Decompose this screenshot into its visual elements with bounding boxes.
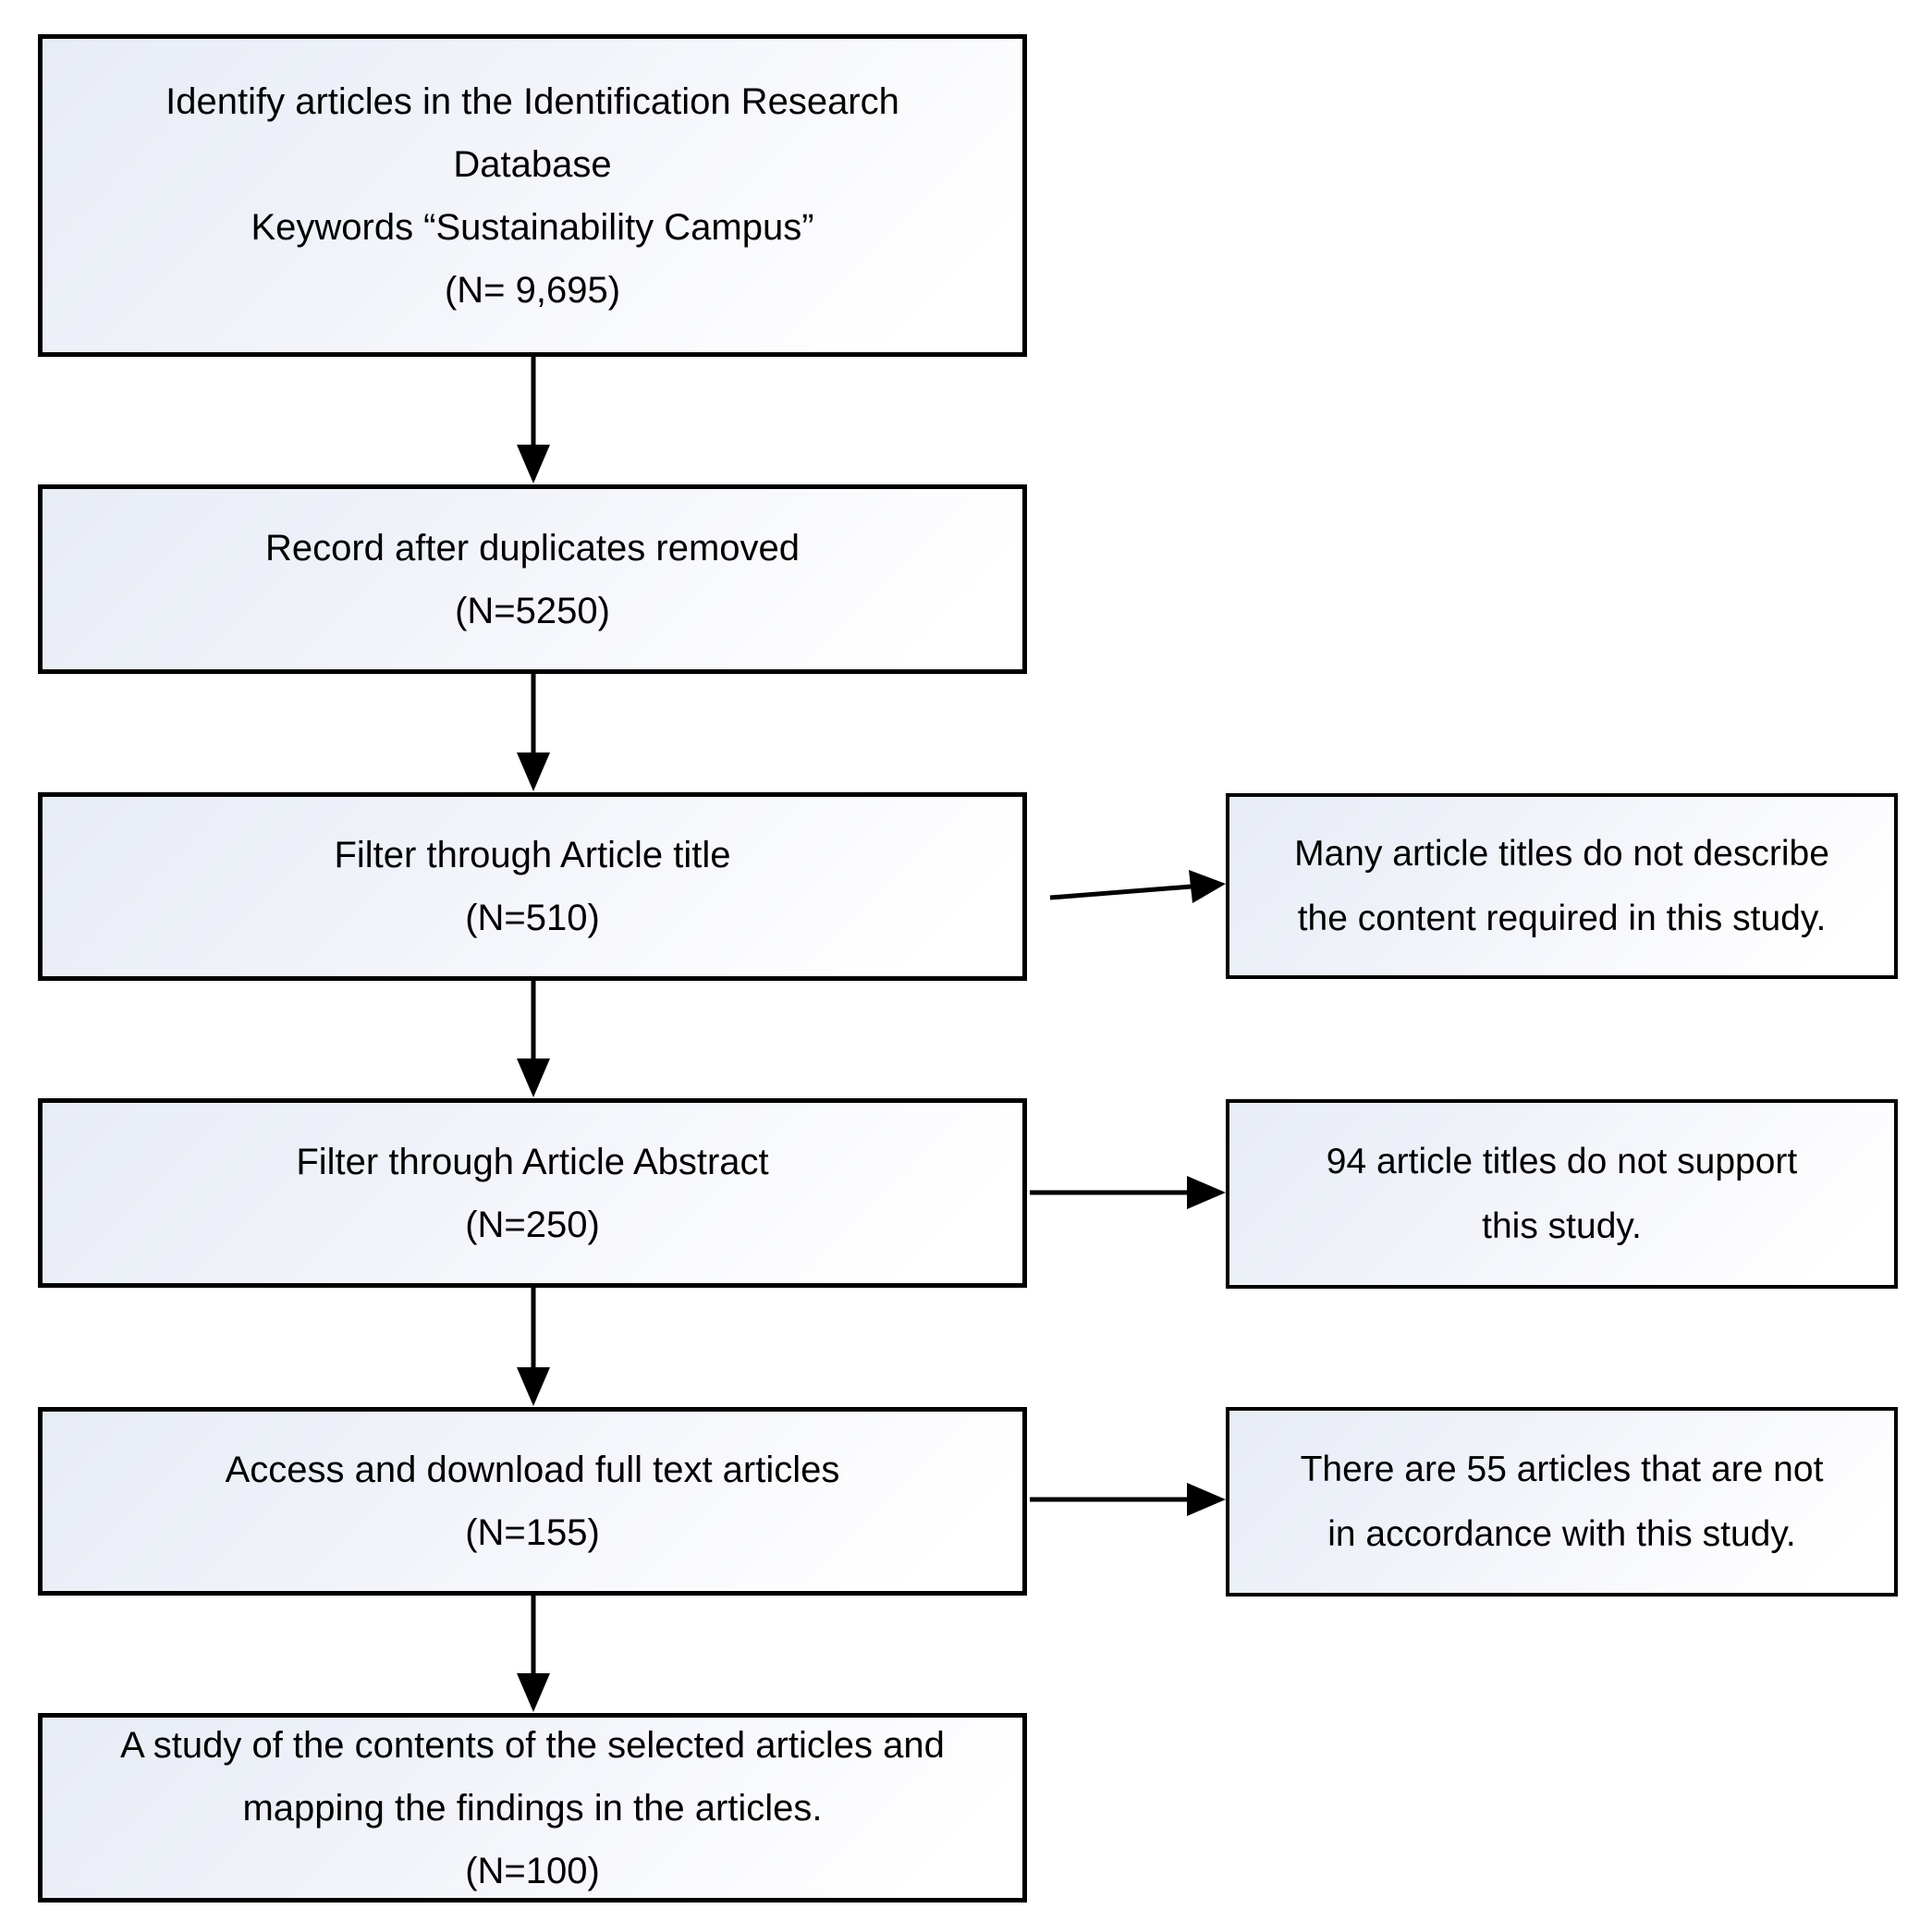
note-box-not-in-accordance: There are 55 articles that are not in ac…: [1226, 1407, 1898, 1597]
note-text-titles-not-support: 94 article titles do not support this st…: [1326, 1141, 1798, 1246]
step-box-download-fulltext: Access and download full text articles (…: [38, 1407, 1027, 1596]
right-arrow-icon: [1030, 1176, 1226, 1209]
step-text-duplicates-removed: Record after duplicates removed (N=5250): [264, 527, 801, 631]
down-arrow-icon: [517, 1288, 550, 1406]
down-arrow-icon: [517, 1596, 550, 1712]
step-box-content-study: A study of the contents of the selected …: [38, 1713, 1027, 1903]
note-text-titles-not-describe: Many article titles do not describe the …: [1294, 833, 1829, 938]
step-text-content-study: A study of the contents of the selected …: [120, 1724, 945, 1891]
step-text-filter-abstract: Filter through Article Abstract (N=250): [296, 1141, 769, 1245]
note-box-titles-not-support: 94 article titles do not support this st…: [1226, 1099, 1898, 1289]
note-box-titles-not-describe: Many article titles do not describe the …: [1226, 793, 1898, 979]
right-arrow-icon: [1049, 870, 1226, 903]
step-text-identify-articles: Identify articles in the Identification …: [165, 80, 899, 311]
down-arrow-icon: [517, 981, 550, 1097]
right-arrow-icon: [1030, 1483, 1226, 1516]
down-arrow-icon: [517, 357, 550, 483]
step-box-filter-title: Filter through Article title (N=510): [38, 792, 1027, 981]
step-text-filter-title: Filter through Article title (N=510): [334, 835, 731, 938]
step-text-download-fulltext: Access and download full text articles (…: [225, 1450, 840, 1553]
down-arrow-icon: [517, 674, 550, 791]
step-box-duplicates-removed: Record after duplicates removed (N=5250): [38, 484, 1027, 674]
note-text-not-in-accordance: There are 55 articles that are not in ac…: [1300, 1449, 1824, 1554]
step-box-identify-articles: Identify articles in the Identification …: [38, 34, 1027, 357]
step-box-filter-abstract: Filter through Article Abstract (N=250): [38, 1098, 1027, 1288]
